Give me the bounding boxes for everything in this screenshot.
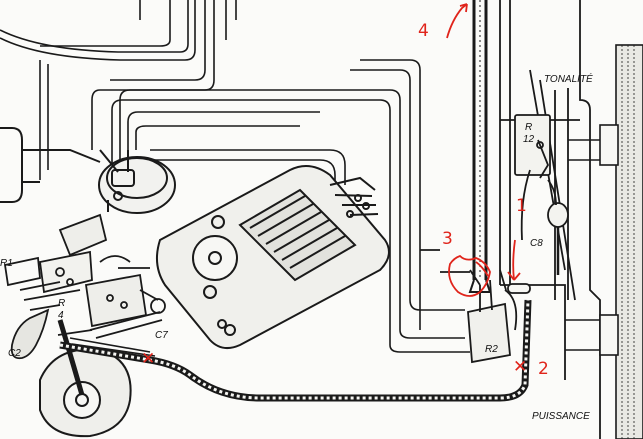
annotation-2: 2 [538,359,549,379]
vertical-shaft [468,0,492,293]
label-r4-num: 4 [58,310,64,321]
cross-mark-r2: ✕ [513,357,527,377]
scribble-3 [448,254,491,297]
left-bracket-assembly [3,213,166,360]
arrow-1-down [507,239,521,281]
right-scale-ruler [565,44,643,439]
transformer-block [155,165,390,350]
wiring-harness-upper [111,0,470,353]
label-c8: C8 [530,238,543,249]
right-chassis [420,0,601,439]
label-r12-r: R [525,122,532,133]
r2-resistor-block [440,269,531,364]
label-r4-r: R [58,298,65,309]
label-c7: C7 [155,330,168,341]
red-annotations [446,3,521,297]
annotation-4: 4 [418,21,429,41]
cross-mark-c7: ✕ [141,349,155,369]
round-socket-component [98,149,176,214]
volume-pot [39,319,132,438]
label-c2: C2 [8,348,21,359]
annotation-1: 1 [516,196,527,216]
annotation-3: 3 [442,229,453,249]
label-r12-num: 12 [523,134,535,145]
label-tonalite: TONALITÉ [544,72,593,85]
arrow-4-up [446,3,468,39]
shielded-cable [59,299,532,402]
printed-labels: TONALITÉ PUISSANCE R 12 C8 R2 R1 R 4 C7 … [0,72,593,422]
scribble-3-tail [475,261,489,277]
label-puissance: PUISSANCE [532,411,590,422]
label-r2: R2 [485,344,498,355]
left-edge-block [0,127,101,203]
label-r1: R1 [0,258,13,269]
red-annotation-text: 4 1 3 2 ✕ ✕ [141,21,549,379]
